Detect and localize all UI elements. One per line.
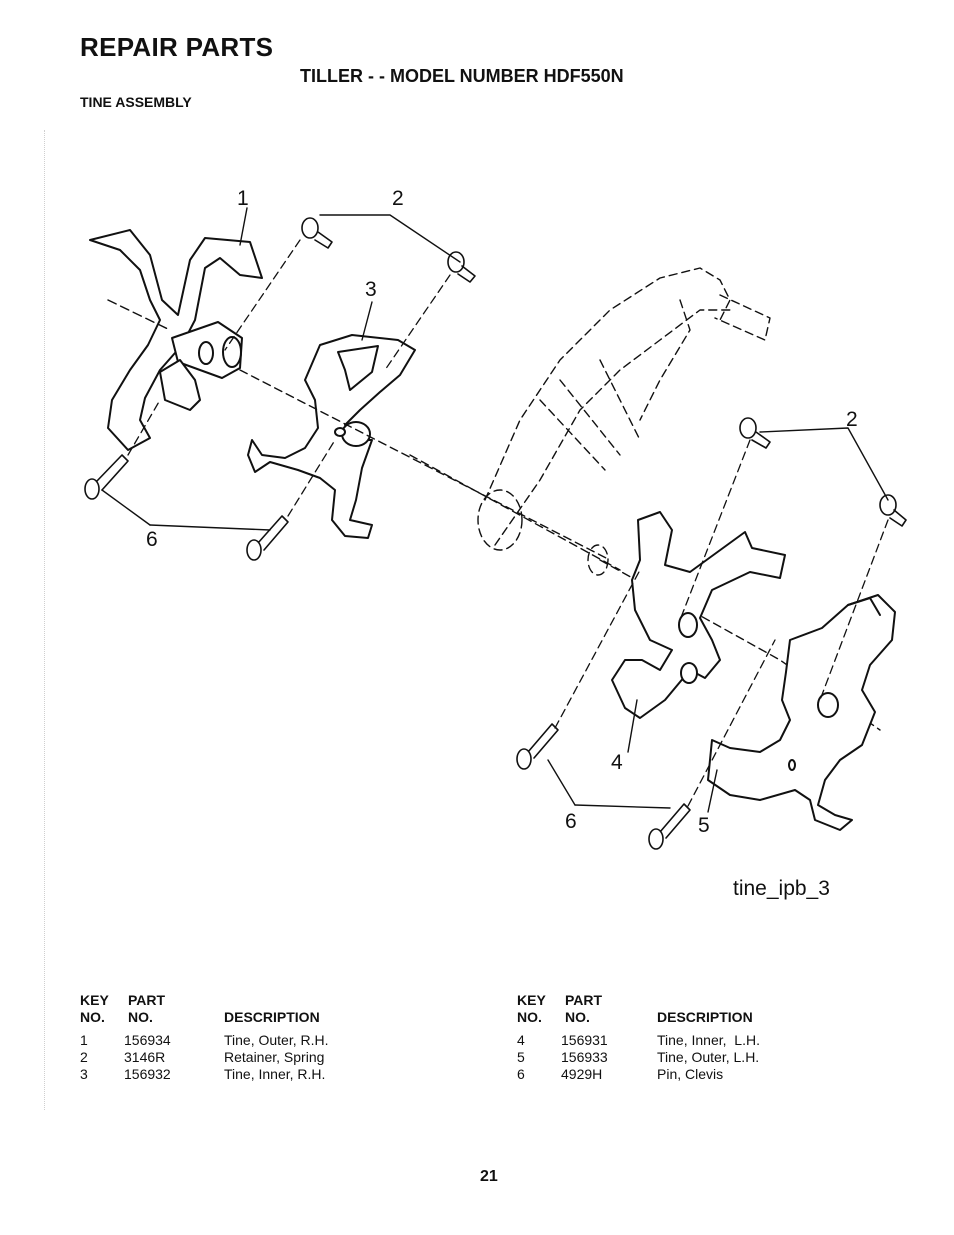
spring-retainer-drawing <box>301 217 907 527</box>
part-description: Tine, Outer, L.H. <box>657 1049 760 1065</box>
key-no: 5 <box>517 1049 525 1065</box>
callout-3: 3 <box>365 278 377 301</box>
section-heading: TINE ASSEMBLY <box>80 94 192 110</box>
part-header-line2: NO. <box>128 1009 153 1025</box>
clevis-pin-drawing <box>84 454 691 850</box>
callout-2-right: 2 <box>846 408 858 431</box>
part-header-line1: PART <box>128 992 166 1008</box>
part-no: 156934 <box>124 1032 171 1048</box>
tine-inner-rh-drawing <box>247 334 416 539</box>
assembly-guide-lines <box>127 239 889 807</box>
tine-inner-lh-drawing <box>611 511 786 719</box>
part-no: 4929H <box>561 1066 603 1082</box>
key-header-line2: NO. <box>80 1009 105 1025</box>
part-no: 156932 <box>124 1066 171 1082</box>
part-header-line2: NO. <box>565 1009 590 1025</box>
parts-table-left: KEY PART NO. NO. DESCRIPTION 1 156934 Ti… <box>80 992 460 1092</box>
key-no: 6 <box>517 1066 525 1082</box>
callout-6-lower: 6 <box>565 810 577 833</box>
page-title: REPAIR PARTS <box>80 32 274 62</box>
key-no: 4 <box>517 1032 525 1048</box>
part-description: Retainer, Spring <box>224 1049 325 1065</box>
description-header: DESCRIPTION <box>657 1009 753 1025</box>
key-header-line2: NO. <box>517 1009 542 1025</box>
part-description: Pin, Clevis <box>657 1066 724 1082</box>
key-no: 2 <box>80 1049 88 1065</box>
key-header-line1: KEY <box>80 992 109 1008</box>
key-no: 1 <box>80 1032 88 1048</box>
callout-5: 5 <box>698 814 710 837</box>
scan-edge <box>44 130 45 1110</box>
model-heading: TILLER - - MODEL NUMBER HDF550N <box>300 66 624 86</box>
part-no: 156933 <box>561 1049 608 1065</box>
callout-4: 4 <box>611 751 623 774</box>
description-header: DESCRIPTION <box>224 1009 320 1025</box>
callout-labels: 1 2 3 2 4 5 6 6 tine_ipb_3 <box>146 187 858 900</box>
part-description: Tine, Inner, L.H. <box>657 1032 760 1048</box>
part-no: 156931 <box>561 1032 608 1048</box>
callout-2-top: 2 <box>392 187 404 210</box>
tine-outer-rh-drawing <box>89 229 263 451</box>
parts-table-right: KEY PART NO. NO. DESCRIPTION 4 156931 Ti… <box>517 992 897 1092</box>
figure-id: tine_ipb_3 <box>733 877 830 900</box>
page-number: 21 <box>480 1168 498 1185</box>
callout-1: 1 <box>237 187 249 210</box>
part-description: Tine, Inner, R.H. <box>224 1066 326 1082</box>
part-description: Tine, Outer, R.H. <box>224 1032 329 1048</box>
tine-outer-lh-drawing <box>707 594 896 831</box>
key-no: 3 <box>80 1066 88 1082</box>
key-header-line1: KEY <box>517 992 546 1008</box>
callout-6-left: 6 <box>146 528 158 551</box>
part-header-line1: PART <box>565 992 603 1008</box>
part-no: 3146R <box>124 1049 166 1065</box>
callout-leaders <box>101 207 889 813</box>
